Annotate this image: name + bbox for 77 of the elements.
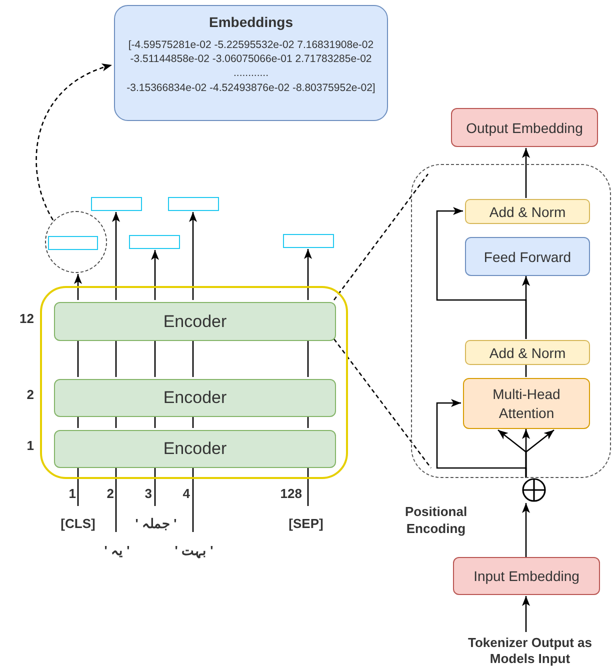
box-label: Add & Norm: [489, 344, 566, 360]
arrow: [436, 207, 527, 339]
process-box: [451, 108, 598, 147]
arrow: [522, 596, 530, 632]
input-label: Tokenizer Output as Models Input: [450, 632, 610, 670]
token-label: ' جملہ ': [122, 514, 190, 532]
process-box: [465, 237, 590, 276]
value-row: -3.15366834e-02 -4.52493876e-02 -8.80375952e-02]: [126, 80, 376, 95]
arrow: [522, 148, 530, 198]
connector-line: [307, 339, 309, 377]
arrow: [522, 503, 530, 557]
connector-line: [192, 339, 194, 377]
value-row: [-4.59575281e-02 -5.22595532e-02 7.16831908e-02: [128, 38, 374, 52]
connector-line: [307, 415, 309, 428]
encoder-stack-frame: [40, 286, 348, 479]
process-box: [465, 199, 590, 224]
box-label: Multi-Head Attention: [492, 385, 562, 422]
arrow: [304, 249, 312, 300]
vector-box: [129, 235, 180, 249]
connector-line: [77, 339, 79, 377]
dashed-circle: [45, 211, 107, 273]
box-label: Encoder: [163, 439, 227, 459]
box-label: Encoder: [163, 388, 227, 408]
process-box: [465, 340, 590, 365]
vector-box: [168, 197, 219, 211]
arrow: [189, 212, 197, 300]
dashed-line: [333, 174, 429, 300]
connector-line: [525, 364, 527, 377]
layer-number: 12: [18, 311, 34, 328]
box-label: Encoder: [163, 312, 227, 332]
connector-line: [154, 467, 156, 506]
encoder-box: [54, 302, 336, 341]
connector-line: [192, 467, 194, 532]
position-number: 1: [68, 486, 76, 503]
detail-frame: [411, 164, 611, 478]
process-box: [463, 378, 590, 429]
box-title: Embeddings: [208, 14, 293, 30]
vector-box: [91, 197, 142, 211]
connector-line: [307, 467, 309, 506]
token-label: ' بہت ': [166, 541, 222, 559]
process-box: [453, 557, 600, 595]
vector-box: [283, 234, 334, 248]
box-label: Input Embedding: [474, 568, 580, 584]
arrow: [36, 64, 112, 220]
position-number: 4: [182, 486, 190, 503]
dashed-line: [333, 338, 432, 468]
arrow: [74, 274, 82, 300]
sum-symbol: [522, 478, 546, 502]
box-label: Feed Forward: [484, 248, 572, 264]
arrow: [525, 429, 554, 478]
encoder-box: [54, 430, 336, 468]
connector-line: [115, 339, 117, 377]
position-number: 2: [106, 486, 114, 503]
box-label: Add & Norm: [489, 204, 566, 220]
connector-line: [192, 415, 194, 428]
position-number: 3: [144, 486, 152, 503]
arrow: [151, 250, 159, 300]
token-label: ' یہ ': [96, 541, 138, 559]
value-row: ............: [233, 66, 268, 81]
layer-number: 2: [26, 387, 34, 404]
vector-box: [48, 236, 98, 250]
encoder-box: [54, 379, 336, 417]
connector-line: [115, 467, 117, 532]
connector-line: [77, 415, 79, 428]
side-label: Positional Encoding: [404, 504, 468, 538]
arrow: [112, 212, 120, 300]
token-label: [CLS]: [56, 514, 100, 532]
value-row: -3.51144858e-02 -3.06075066e-01 2.71783285e-02: [130, 52, 372, 66]
layer-number: 1: [26, 438, 34, 455]
connector-line: [115, 415, 117, 428]
connector-line: [77, 467, 79, 506]
token-label: [SEP]: [283, 514, 329, 532]
embeddings-box: [114, 5, 388, 121]
box-label: Output Embedding: [466, 120, 583, 136]
connector-line: [154, 339, 156, 377]
connector-line: [154, 415, 156, 428]
position-number: 128: [279, 486, 302, 503]
